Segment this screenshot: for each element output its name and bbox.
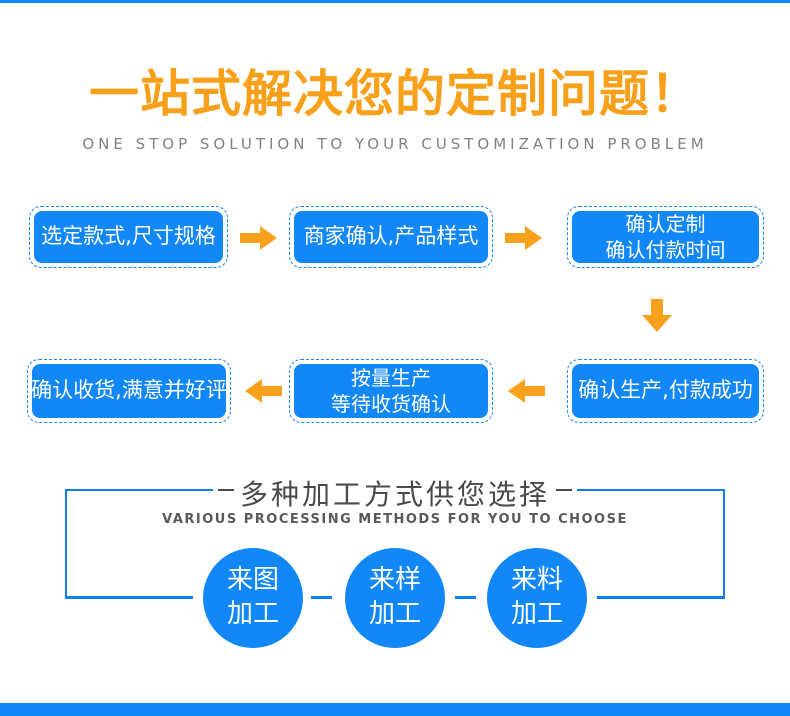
frame-line-top-left <box>65 489 213 491</box>
method-circle-label: 来料 <box>510 565 563 596</box>
flow-step-4: 确认生产,付款成功 <box>567 359 764 423</box>
flow-step-3-label: 确认定制 <box>625 212 706 236</box>
arrow-left-icon <box>245 379 282 403</box>
bottom-accent-bar <box>0 703 790 716</box>
frame-line-right <box>723 489 725 599</box>
flow-step-2-box: 商家确认,产品样式 <box>294 211 488 263</box>
arrow-right-icon <box>505 226 542 250</box>
flow-step-3-box: 确认定制 确认付款时间 <box>572 211 759 263</box>
arrow-right-icon <box>240 226 277 250</box>
circle-connector-line <box>311 596 332 599</box>
flow-step-4-label: 确认生产,付款成功 <box>578 378 753 403</box>
frame-line-bottom-left <box>65 596 193 599</box>
method-circle-label-2: 加工 <box>226 599 279 629</box>
title-dash-right <box>556 489 572 491</box>
method-circle-label-2: 加工 <box>368 599 421 629</box>
frame-line-left <box>65 489 67 599</box>
flow-step-1-label: 选定款式,尺寸规格 <box>41 224 216 249</box>
section-subtitle: VARIOUS PROCESSING METHODS FOR YOU TO CH… <box>162 512 628 527</box>
flow-step-4-box: 确认生产,付款成功 <box>572 364 759 418</box>
method-circle-from-drawing: 来图 加工 <box>203 548 303 648</box>
flow-step-5-label: 按量生产 <box>351 366 431 390</box>
page-title: 一站式解决您的定制问题！ <box>89 65 701 123</box>
top-accent-bar <box>0 0 790 3</box>
method-circle-label: 来图 <box>226 565 279 596</box>
flow-step-2-label: 商家确认,产品样式 <box>303 224 479 249</box>
circle-connector-line <box>455 596 476 599</box>
flow-step-6-label: 确认收货,满意并好评 <box>31 378 227 403</box>
method-circle-label-2: 加工 <box>510 599 563 629</box>
flow-step-1: 选定款式,尺寸规格 <box>29 206 228 268</box>
flow-step-5-label-2: 等待收货确认 <box>331 392 451 416</box>
flow-step-5-box: 按量生产 等待收货确认 <box>294 364 488 418</box>
flow-step-3: 确认定制 确认付款时间 <box>567 206 764 268</box>
flow-step-6: 确认收货,满意并好评 <box>27 359 231 423</box>
method-circle-from-material: 来料 加工 <box>487 548 587 648</box>
flow-step-5: 按量生产 等待收货确认 <box>289 359 493 423</box>
flow-step-3-label-2: 确认付款时间 <box>605 238 726 262</box>
flow-step-2: 商家确认,产品样式 <box>289 206 493 268</box>
arrow-left-icon <box>508 379 545 403</box>
flow-step-6-box: 确认收货,满意并好评 <box>31 364 227 418</box>
flow-step-1-box: 选定款式,尺寸规格 <box>34 211 223 263</box>
arrow-down-icon <box>642 299 672 332</box>
page-subtitle: ONE STOP SOLUTION TO YOUR CUSTOMIZATION … <box>82 135 708 153</box>
method-circle-from-sample: 来样 加工 <box>345 548 445 648</box>
title-dash-left <box>218 489 234 491</box>
frame-line-top-right <box>577 489 725 491</box>
section-title: 多种加工方式供您选择 <box>239 478 550 511</box>
frame-line-bottom-right <box>597 596 725 599</box>
method-circle-label: 来样 <box>368 565 421 596</box>
